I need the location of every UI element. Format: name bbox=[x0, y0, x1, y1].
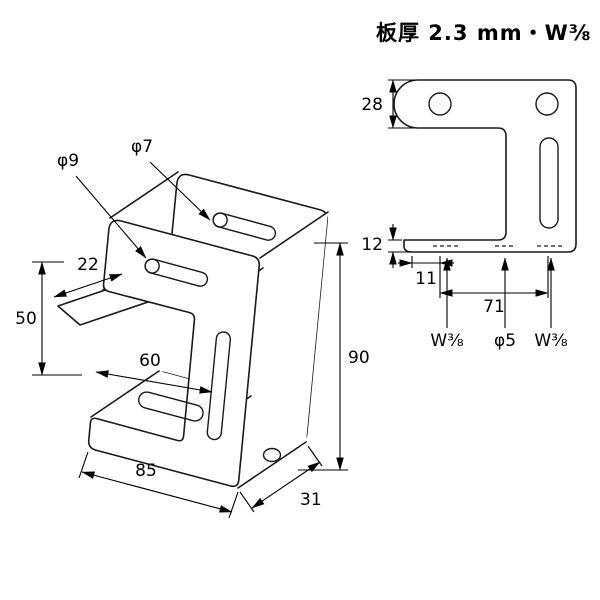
side-view: 28 12 11 71 W⅜ φ5 W⅜ bbox=[361, 79, 577, 351]
phi9-label: φ9 bbox=[57, 151, 79, 171]
foot-side-hole bbox=[262, 447, 282, 463]
dim-71-label: 71 bbox=[483, 297, 505, 317]
rear-arm-slot bbox=[212, 212, 277, 241]
front-arm-slot bbox=[144, 258, 209, 287]
side-arm-hole-right bbox=[535, 92, 559, 116]
dim-phi9: φ9 bbox=[57, 151, 147, 259]
perspective-view: φ9 φ7 22 50 60 90 85 bbox=[15, 137, 370, 519]
thread-right-label: W⅜ bbox=[534, 331, 567, 351]
dim-28: 28 bbox=[361, 79, 416, 129]
dim-11-label: 11 bbox=[415, 269, 437, 289]
dim-22: 22 bbox=[53, 255, 123, 298]
dim-90-label: 90 bbox=[348, 348, 370, 368]
dim-31-label: 31 bbox=[300, 490, 322, 510]
dim-12-label: 12 bbox=[361, 235, 383, 255]
drawing-title: 板厚 2.3 mm・W⅜ bbox=[376, 21, 592, 45]
dim-12: 12 bbox=[361, 224, 410, 268]
thread-left-label: W⅜ bbox=[430, 331, 463, 351]
side-profile bbox=[393, 79, 577, 253]
dim-85: 85 bbox=[78, 451, 239, 519]
dim-60-label: 60 bbox=[139, 351, 161, 371]
front-plate bbox=[87, 219, 261, 488]
side-arm-hole-left bbox=[428, 92, 452, 116]
dim-50: 50 bbox=[15, 261, 82, 376]
side-web-slot bbox=[539, 137, 559, 229]
dim-71: 71 bbox=[439, 289, 549, 317]
dim-28-label: 28 bbox=[361, 95, 383, 115]
dim-85-label: 85 bbox=[135, 461, 157, 481]
dim-phi7: φ7 bbox=[131, 137, 211, 221]
dim-31: 31 bbox=[239, 445, 323, 513]
hole-pointers: W⅜ φ5 W⅜ bbox=[430, 257, 568, 351]
dim-11: 11 bbox=[398, 259, 454, 289]
phi7-label: φ7 bbox=[131, 137, 153, 157]
phi5-label: φ5 bbox=[494, 331, 516, 351]
dim-22-label: 22 bbox=[77, 255, 99, 275]
dim-60: 60 bbox=[95, 351, 213, 394]
dim-50-label: 50 bbox=[15, 309, 37, 329]
